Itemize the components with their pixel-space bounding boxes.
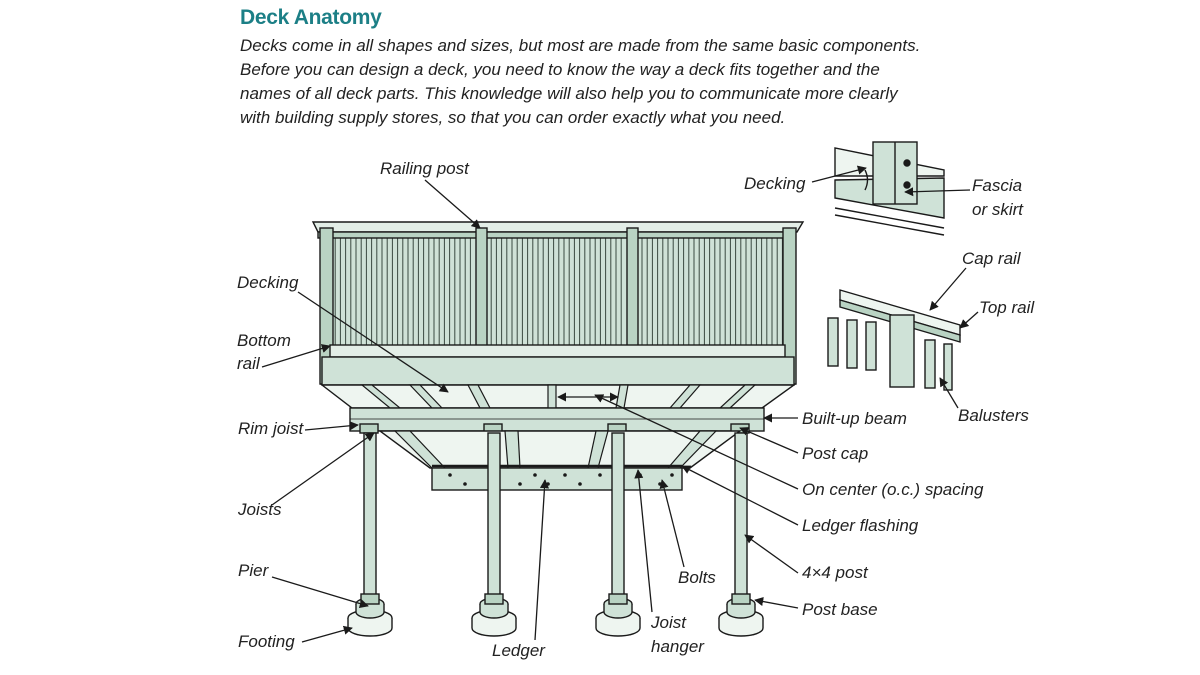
leader-line <box>271 432 375 506</box>
leader-line <box>594 394 799 490</box>
leader-line <box>534 479 550 641</box>
label-bottom-rail-line1: Bottom <box>237 331 291 350</box>
leader-line <box>959 311 979 329</box>
label-joist-hanger-line2: hanger <box>651 637 704 656</box>
bolt <box>518 482 522 486</box>
label-built-up-beam: Built-up beam <box>802 409 907 428</box>
post-base <box>360 593 380 605</box>
top-rail <box>317 231 795 239</box>
label-4x4-post: 4×4 post <box>802 563 868 582</box>
leader-line <box>659 479 685 568</box>
leader-lines <box>261 165 979 643</box>
intro-line: Before you can design a deck, you need t… <box>240 60 880 79</box>
footing-side <box>347 618 393 637</box>
label-decking: Decking <box>237 273 299 292</box>
label-fascia-line2: or skirt <box>972 200 1023 219</box>
joists-group <box>360 384 757 409</box>
leader-line <box>681 465 799 526</box>
label-joists: Joists <box>238 500 282 519</box>
bolt <box>533 473 537 477</box>
label-joist-hanger-line1: Joist <box>651 613 686 632</box>
intro-line: with building supply stores, so that you… <box>240 108 786 127</box>
leader-line <box>744 534 799 574</box>
post-4x4 <box>611 432 625 599</box>
footings-group <box>347 593 764 637</box>
bolt <box>658 482 662 486</box>
leader-line <box>754 597 799 609</box>
pier-side <box>603 604 633 619</box>
joist <box>504 430 521 469</box>
post-base <box>484 593 504 605</box>
label-ledger-flashing: Ledger flashing <box>802 516 919 535</box>
leader-line <box>939 377 959 409</box>
label-cap-rail: Cap rail <box>962 249 1021 268</box>
label-footing: Footing <box>238 632 295 651</box>
label-top-rail: Top rail <box>979 298 1035 317</box>
bolt <box>578 482 582 486</box>
deck-main-illustration <box>311 221 805 637</box>
detail-railing <box>827 289 961 391</box>
pier-side <box>355 604 385 619</box>
bolt <box>598 473 602 477</box>
leader-line <box>904 187 971 197</box>
pier-side <box>726 604 756 619</box>
leader-line <box>261 344 331 368</box>
label-balusters: Balusters <box>958 406 1029 425</box>
leader-line <box>271 576 369 608</box>
pier-side <box>479 604 509 619</box>
post-4x4 <box>487 432 501 599</box>
label-ledger: Ledger <box>492 641 545 660</box>
leader-line <box>811 165 867 183</box>
post-base <box>731 593 751 605</box>
bottom-rail <box>329 344 786 358</box>
label-railing-post: Railing post <box>380 159 469 178</box>
detail-fascia <box>834 141 945 236</box>
leader-line <box>297 291 449 393</box>
leader-line <box>929 267 967 311</box>
post-4x4 <box>734 432 748 599</box>
post-cap <box>359 423 379 434</box>
bolt <box>670 473 674 477</box>
footing-side <box>471 618 517 637</box>
label-post-cap: Post cap <box>802 444 869 463</box>
label-bottom-rail-line2: rail <box>237 354 260 373</box>
bolt <box>563 473 567 477</box>
label-fascia-line1: Fascia <box>972 176 1023 195</box>
bolt <box>448 473 452 477</box>
label-post-base: Post base <box>802 600 878 619</box>
intro-paragraph: Decks come in all shapes and sizes, but … <box>240 34 960 130</box>
leader-line <box>301 625 353 643</box>
page-title: Deck Anatomy <box>240 6 382 29</box>
bolt <box>463 482 467 486</box>
leader-line <box>424 179 481 229</box>
intro-line: Decks come in all shapes and sizes, but … <box>240 36 921 55</box>
label-rim-joist: Rim joist <box>238 419 304 438</box>
ledger <box>431 467 683 491</box>
label-pier: Pier <box>238 561 269 580</box>
leader-line <box>739 427 799 454</box>
rim-joist <box>321 356 795 386</box>
cap-rail <box>311 221 805 233</box>
leader-line <box>304 421 359 431</box>
label-oc-spacing: On center (o.c.) spacing <box>802 480 984 499</box>
label-decking-detail: Decking <box>744 174 806 193</box>
label-bolts: Bolts <box>678 568 716 587</box>
footing-side <box>718 618 764 637</box>
intro-line: names of all deck parts. This knowledge … <box>240 84 898 103</box>
built-up-beam <box>349 407 765 432</box>
post-base <box>608 593 628 605</box>
bolt <box>546 482 550 486</box>
footing-side <box>595 618 641 637</box>
post-4x4 <box>363 432 377 599</box>
leader-line <box>634 469 653 613</box>
